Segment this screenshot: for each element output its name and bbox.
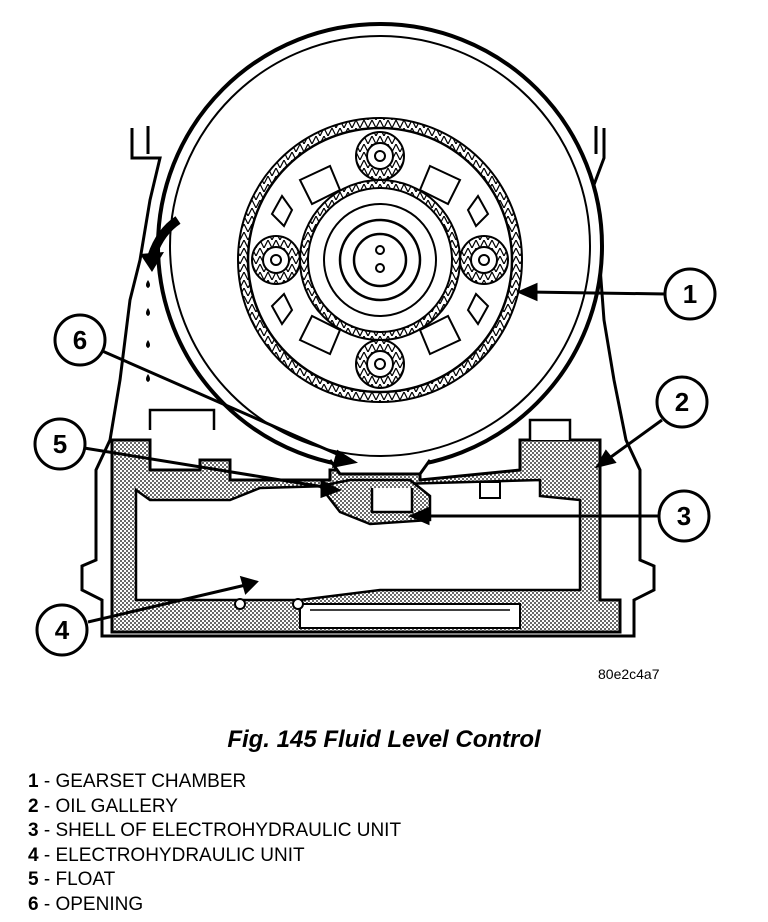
svg-text:2: 2 (675, 387, 689, 417)
legend-item: 6 - OPENING (28, 893, 144, 915)
figure-caption: Fig. 145 Fluid Level Control (227, 726, 541, 753)
callout-1: 1 (663, 267, 717, 321)
legend-item: 2 - OIL GALLERY (28, 795, 178, 817)
callout-2: 2 (655, 375, 709, 429)
legend-list: 1 - GEARSET CHAMBER 2 - OIL GALLERY 3 - … (28, 770, 401, 917)
oil-flow-arrow (140, 216, 181, 382)
planetary-gearset (237, 117, 523, 403)
legend-item: 3 - SHELL OF ELECTROHYDRAULIC UNIT (28, 820, 402, 841)
svg-text:5: 5 (53, 429, 67, 459)
svg-text:4: 4 (55, 615, 70, 645)
leader-lines (83, 282, 667, 624)
callout-4: 4 (35, 603, 89, 657)
image-reference-code: 80e2c4a7 (598, 666, 660, 682)
svg-text:3: 3 (677, 501, 691, 531)
legend-item: 4 - ELECTROHYDRAULIC UNIT (28, 844, 305, 866)
housing-outline (80, 126, 656, 638)
svg-text:1: 1 (683, 279, 697, 309)
callout-5: 5 (33, 417, 87, 471)
legend-item: 1 - GEARSET CHAMBER (28, 771, 247, 792)
callout-3: 3 (657, 489, 711, 543)
callout-6: 6 (53, 313, 107, 367)
legend-item: 5 - FLOAT (28, 869, 116, 890)
fluid-level-control-figure: 1 2 3 4 5 6 (33, 22, 717, 657)
svg-text:6: 6 (73, 325, 87, 355)
